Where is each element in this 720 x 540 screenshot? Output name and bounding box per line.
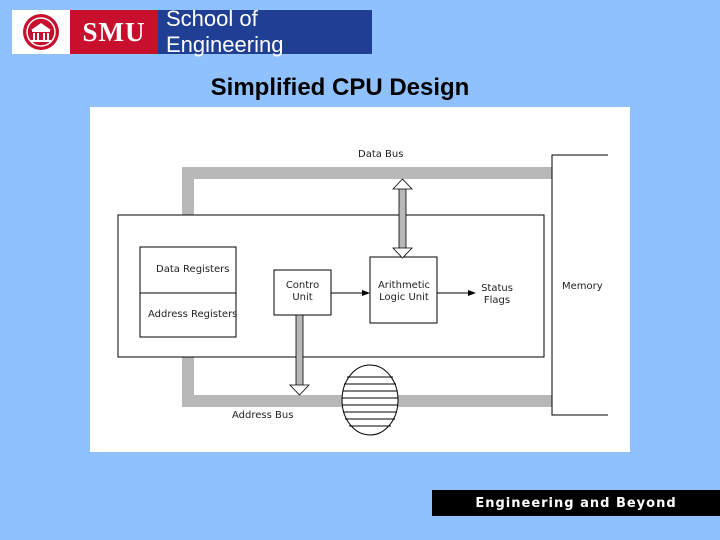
memory-label: Memory — [562, 281, 603, 292]
data-bus-bar — [182, 167, 552, 179]
alu-line1: Arithmetic — [377, 280, 431, 291]
slide-title: Simplified CPU Design — [210, 74, 470, 101]
logo-school-text: School of Engineering — [158, 6, 372, 57]
control-unit-box — [273, 269, 332, 316]
status-line1: Status — [481, 283, 513, 294]
data-registers-label: Data Registers — [156, 264, 230, 275]
control-unit-label: Contro Unit — [280, 280, 325, 304]
footer-tagline: Engineering and Beyond — [432, 490, 720, 516]
logo-smu-text: SMU — [70, 10, 158, 54]
address-bus-arrow — [295, 314, 304, 388]
memory-bracket — [551, 154, 608, 416]
alu-line2: Logic Unit — [379, 292, 429, 303]
smu-seal-icon — [12, 10, 70, 54]
control-unit-line2: Unit — [292, 292, 313, 303]
striped-oval — [341, 364, 399, 436]
control-unit-line1: Contro — [285, 280, 320, 291]
address-bus-label: Address Bus — [232, 410, 294, 421]
status-line2: Flags — [483, 295, 511, 306]
cpu-diagram: Data Bus Data Registers Address Register… — [90, 107, 630, 452]
data-bus-arrow — [398, 186, 407, 252]
address-registers-label: Address Registers — [148, 309, 238, 320]
status-flags-label: Status Flags — [473, 283, 521, 307]
smu-logo: SMU School of Engineering — [12, 6, 372, 57]
registers-box — [139, 246, 237, 338]
alu-label: Arithmetic Logic Unit — [373, 280, 435, 304]
data-bus-label: Data Bus — [358, 149, 404, 160]
